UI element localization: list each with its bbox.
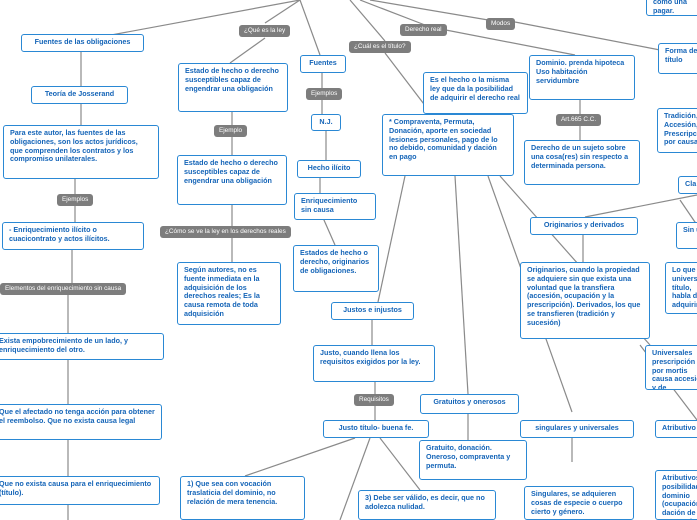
label-elementos[interactable]: Elementos del enriquecimiento sin causa: [0, 283, 127, 295]
node-tradicion-accesion[interactable]: Tradición, Accesión, Prescripción por ca…: [657, 108, 697, 153]
connector: [514, 21, 661, 51]
label-modos[interactable]: Modos: [486, 18, 516, 30]
node-singulares-universales[interactable]: singulares y universales: [520, 420, 634, 438]
connector: [244, 437, 356, 477]
node-singulares-adquieren[interactable]: Singulares, se adquieren cosas de especi…: [524, 486, 634, 520]
node-justo-cuando[interactable]: Justo, cuando llena los requisitos exigi…: [313, 345, 435, 382]
node-originarios-derivados[interactable]: Originarios y derivados: [530, 217, 638, 235]
node-fuentes-obligaciones[interactable]: Fuentes de las obligaciones: [21, 34, 144, 52]
node-hecho-ilicito[interactable]: Hecho ilícito: [297, 160, 361, 178]
node-segun-autores[interactable]: Según autores, no es fuente inmediata en…: [177, 262, 281, 325]
node-top-right-note[interactable]: como una pagar.: [646, 0, 697, 16]
node-enriquecimiento-ilicito[interactable]: - Enriquecimiento ilícito o cuacicontrat…: [2, 222, 144, 250]
node-atributivos-a[interactable]: Atributivo: [655, 420, 697, 438]
node-teoria-josserand[interactable]: Teoría de Josserand: [31, 86, 128, 104]
node-no-exista-causa[interactable]: Que no exista causa para el enriquecimie…: [0, 476, 160, 505]
node-justo-titulo[interactable]: Justo título- buena fe.: [323, 420, 429, 438]
node-lo-que-universal[interactable]: Lo que universal título, habla de adquir…: [665, 262, 697, 314]
label-cual-es-el-titulo[interactable]: ¿Cuál es el título?: [349, 41, 411, 53]
connector: [369, 0, 501, 23]
node-fuentes[interactable]: Fuentes: [300, 55, 346, 73]
node-afectado[interactable]: Que el afectado no tenga acción para obt…: [0, 404, 162, 440]
node-para-este-autor[interactable]: Para este autor, las fuentes de las obli…: [3, 125, 159, 179]
node-exista-empobrecimiento[interactable]: Exista empobrecimiento de un lado, y enr…: [0, 333, 164, 360]
connector: [94, 0, 301, 39]
node-justos-injustos[interactable]: Justos e injustos: [331, 302, 414, 320]
node-estado-hecho-2[interactable]: Estado de hecho o derecho susceptibles c…: [177, 155, 287, 205]
label-ejemplo[interactable]: Ejemplo: [214, 125, 248, 137]
node-universales-prescripcion[interactable]: Universales prescripción por mortis caus…: [645, 345, 697, 390]
node-enriquecimiento-sin-causa[interactable]: Enriquecimiento sin causa: [294, 193, 376, 220]
label-derecho-real[interactable]: Derecho real: [400, 24, 447, 36]
node-gratuitos-onerosos[interactable]: Gratuitos y onerosos: [420, 394, 519, 414]
label-que-es-la-ley[interactable]: ¿Qué es la ley: [239, 25, 291, 37]
connector: [384, 52, 431, 113]
node-nj[interactable]: N.J.: [311, 114, 341, 131]
node-originarios-cuando[interactable]: Originarios, cuando la propiedad se adqu…: [520, 262, 650, 339]
node-debe-ser-valido[interactable]: 3) Debe ser válido, es decir, que no ado…: [358, 490, 496, 520]
connector: [349, 0, 386, 42]
connector: [377, 175, 406, 303]
node-derecho-sujeto[interactable]: Derecho de un sujeto sobre una cosa(res)…: [524, 140, 640, 185]
node-clasificacion[interactable]: Cla: [678, 176, 697, 194]
node-es-el-hecho[interactable]: Es el hecho o la misma ley que da la pos…: [423, 72, 528, 114]
label-como-se-ve-la-ley[interactable]: ¿Cómo se ve la ley en los derechos reale…: [160, 226, 291, 238]
node-gratuito-donacion[interactable]: Gratuito, donación. Oneroso, compraventa…: [419, 440, 527, 480]
node-sin-uni[interactable]: Sin uni: [676, 222, 697, 249]
connector: [229, 37, 266, 64]
connector: [379, 437, 421, 491]
connector: [359, 0, 426, 26]
connector: [264, 0, 301, 24]
label-requisitos[interactable]: Requisitos: [354, 394, 394, 406]
node-forma-titulo[interactable]: Forma de título: [658, 43, 697, 74]
label-ejemplos-left[interactable]: Ejemplos: [57, 194, 94, 206]
connector: [454, 175, 469, 395]
connector: [584, 194, 697, 218]
label-art-665[interactable]: Art.665 C.C.: [556, 114, 602, 126]
node-atributivos-b[interactable]: Atributivos la posibilidad dominio (ocup…: [655, 470, 697, 520]
label-ejemplos-center[interactable]: Ejemplos: [306, 88, 343, 100]
node-dominio-prenda[interactable]: Dominio. prenda hipoteca Uso habitación …: [529, 55, 635, 100]
node-que-sea-con-vocacion[interactable]: 1) Que sea con vocación traslaticia del …: [180, 476, 305, 520]
node-estado-hecho-1[interactable]: Estado de hecho o derecho susceptibles c…: [178, 63, 288, 112]
node-compraventa[interactable]: * Compraventa, Permuta, Donación, aporte…: [382, 114, 514, 176]
connector: [299, 0, 321, 56]
node-estados-hecho[interactable]: Estados de hecho o derecho, originarios …: [293, 245, 379, 292]
connector: [339, 437, 371, 520]
connector: [679, 199, 697, 226]
